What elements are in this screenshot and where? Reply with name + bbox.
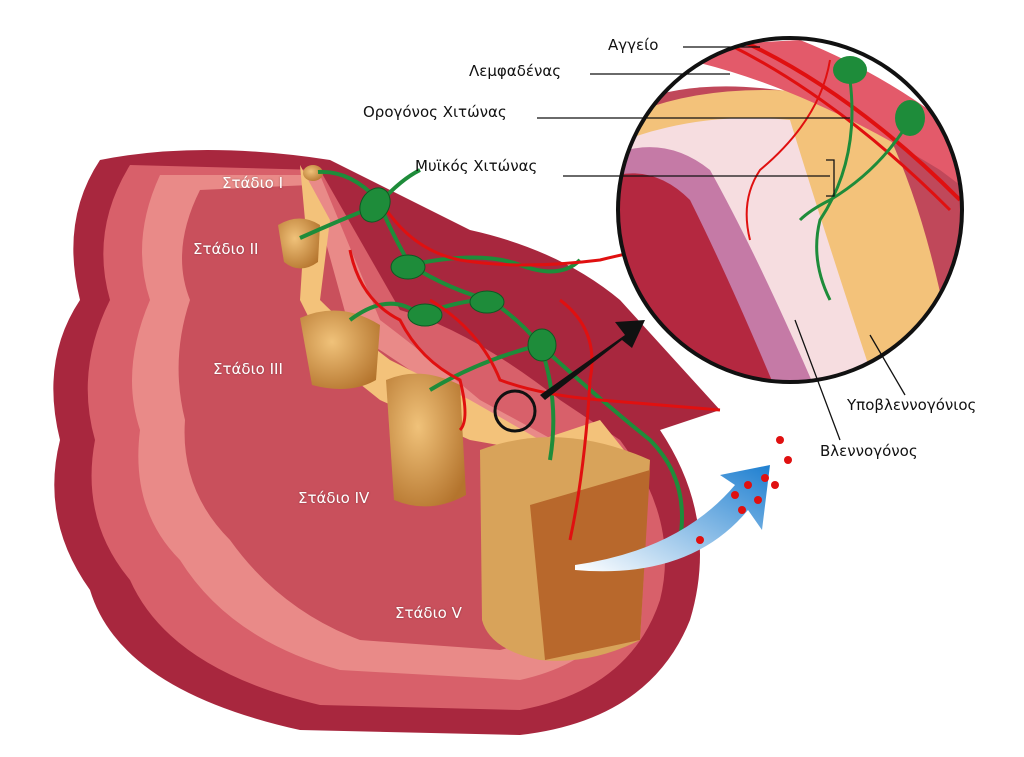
label-stage-2: Στάδιο II <box>193 240 259 258</box>
label-lymph-node: Λεμφαδένας <box>469 62 562 80</box>
leader-lines <box>537 46 906 441</box>
label-stage-4: Στάδιο IV <box>298 489 370 507</box>
tumor-stage-1 <box>303 165 323 181</box>
label-vessel: Αγγείο <box>608 36 659 54</box>
metastatic-cells <box>696 436 792 544</box>
label-mucosa: Βλεννογόνος <box>820 442 918 460</box>
lymph-nodes <box>359 187 557 362</box>
tumor-stage-2 <box>278 218 320 269</box>
label-submucosa: Υποβλεννογόνιος <box>847 396 977 414</box>
magnifier-circle <box>616 36 964 384</box>
tumor-stage-3 <box>300 310 380 389</box>
tumor-stage-4 <box>386 373 466 507</box>
label-serosa: Ορογόνος Χιτώνας <box>363 103 507 121</box>
metastasis-arrow <box>575 465 770 572</box>
magnify-arrow <box>540 320 645 400</box>
magnify-region-circle <box>493 389 537 433</box>
label-stage-3: Στάδιο III <box>213 360 283 378</box>
label-muscularis: Μυϊκός Χιτώνας <box>415 157 538 175</box>
tumors <box>278 165 650 661</box>
label-stage-1: Στάδιο I <box>222 174 284 192</box>
label-stage-5: Στάδιο V <box>395 604 462 622</box>
magnified-wall-section <box>618 38 962 382</box>
